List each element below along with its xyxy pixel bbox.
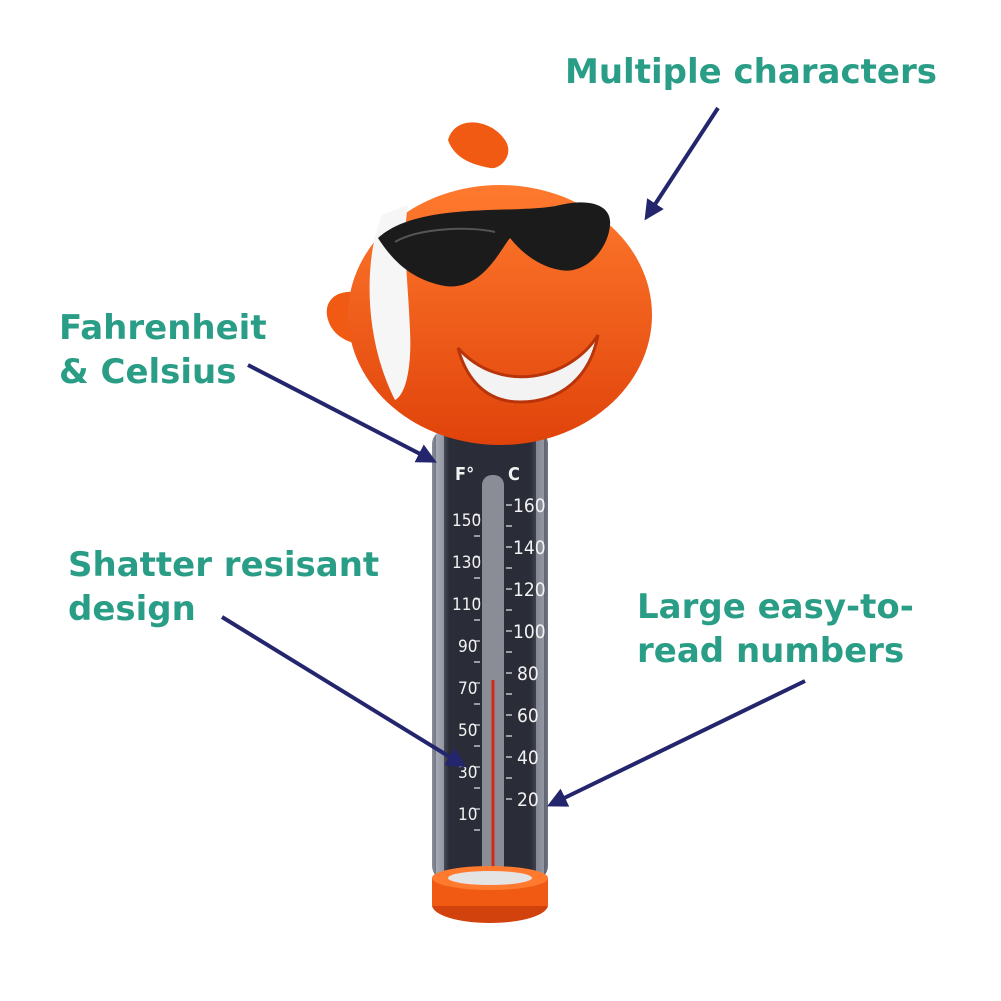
callout-fahrenheit-line2: & Celsius xyxy=(59,352,237,392)
callout-large-line1: Large easy-to- xyxy=(637,587,914,627)
arrow-fahrenheit xyxy=(247,363,437,463)
f-tick-10: 10 xyxy=(458,805,477,825)
unit-f-label: F° xyxy=(455,464,474,485)
f-tick-110: 110 xyxy=(452,595,481,615)
callout-large-numbers: Large easy-to- read numbers xyxy=(637,585,914,673)
callout-multiple-characters-text: Multiple characters xyxy=(565,52,937,92)
arrow-large-numbers xyxy=(547,679,806,807)
callout-shatter-line2: design xyxy=(68,589,196,629)
callout-fahrenheit-line1: Fahrenheit xyxy=(59,308,267,348)
fish-character xyxy=(326,122,652,445)
bottom-cap xyxy=(432,866,548,923)
f-tick-50: 50 xyxy=(458,721,477,741)
arrow-multiple-characters xyxy=(644,106,720,221)
unit-c-label: C xyxy=(508,464,520,485)
c-tick-20: 20 xyxy=(517,789,539,811)
c-tick-40: 40 xyxy=(517,747,539,769)
callout-multiple-characters: Multiple characters xyxy=(565,50,937,94)
c-tick-100: 100 xyxy=(513,621,546,643)
c-tick-80: 80 xyxy=(517,663,539,685)
f-tick-70: 70 xyxy=(458,679,477,699)
c-tick-160: 160 xyxy=(513,495,546,517)
callout-shatter-resistant: Shatter resisant design xyxy=(68,543,379,631)
callout-large-line2: read numbers xyxy=(637,631,905,671)
annotation-arrows xyxy=(220,106,806,807)
c-tick-120: 120 xyxy=(513,579,546,601)
f-tick-30: 30 xyxy=(458,763,477,783)
f-tick-130: 130 xyxy=(452,553,481,573)
scale-ticks xyxy=(474,504,512,831)
arrow-shatter xyxy=(220,615,467,768)
c-tick-140: 140 xyxy=(513,537,546,559)
callout-fahrenheit-celsius: Fahrenheit & Celsius xyxy=(59,306,267,394)
callout-shatter-line1: Shatter resisant xyxy=(68,545,380,585)
c-tick-60: 60 xyxy=(517,705,539,727)
f-tick-150: 150 xyxy=(452,511,481,531)
f-tick-90: 90 xyxy=(458,637,477,657)
